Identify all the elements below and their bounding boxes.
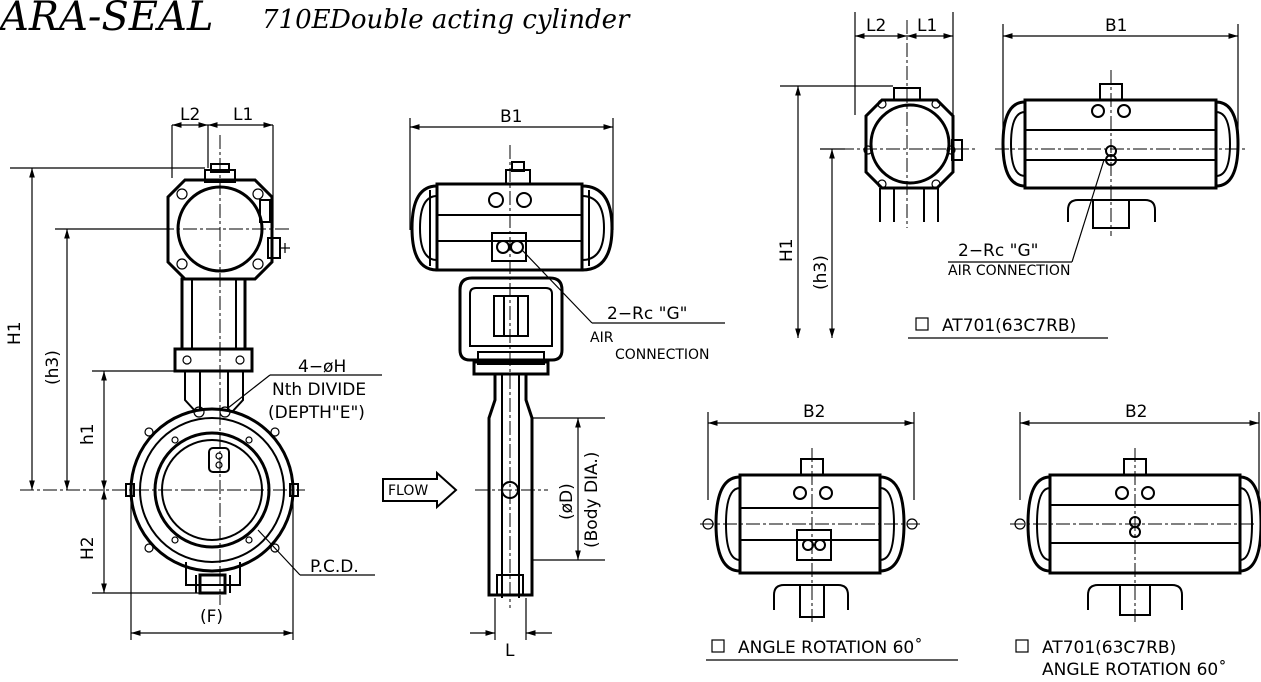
at701-air-label: 2−Rc "G" — [958, 241, 1038, 261]
at701-view: L2 L1 B1 H1 (h3) 2−Rc "G" AIR CONNECTION… — [777, 12, 1245, 339]
at701-air-label2: AIR CONNECTION — [948, 263, 1070, 279]
flow-label: FLOW — [388, 483, 428, 499]
front-h3-label: (h3) — [43, 350, 63, 385]
at701-angle60-B2-label: B2 — [1125, 402, 1147, 422]
front-view: L2 L1 H1 (h3) h1 H2 (F) 4−øH Nth DIVIDE … — [5, 105, 382, 640]
side-D-label: (øD) — [557, 483, 577, 520]
at701-B1-label: B1 — [1105, 16, 1127, 36]
at701-L2-label: L2 — [866, 16, 886, 36]
at701-angle60-view: B2 AT701(63C7RB) ANGLE ROTATION 60˚ — [1010, 402, 1261, 680]
pcd-label: P.C.D. — [310, 557, 359, 577]
front-L1-label: L1 — [233, 105, 253, 125]
at701-angle60-caption1: AT701(63C7RB) — [1042, 638, 1176, 658]
side-air-label: 2−Rc "G" — [607, 304, 687, 324]
at701-angle60-caption2: ANGLE ROTATION 60˚ — [1042, 659, 1227, 680]
angle60-checkbox-icon — [711, 639, 725, 653]
front-H1-label: H1 — [5, 321, 25, 345]
angle60-view: B2 ANGLE ROTATION 60˚ — [700, 402, 958, 661]
divide-label: Nth DIVIDE — [272, 380, 366, 400]
side-view: B1 2−Rc "G" AIR CONNECTION FLOW (øD) (Bo… — [382, 107, 725, 661]
depth-label: (DEPTH"E") — [268, 403, 365, 423]
front-H2-label: H2 — [78, 536, 98, 560]
at701-h3-label: (h3) — [811, 255, 831, 290]
side-bodydia-label: (Body DIA.) — [582, 452, 602, 548]
title-model: 710E — [262, 5, 331, 35]
front-h1-label: h1 — [78, 423, 98, 445]
at701-L1-label: L1 — [917, 16, 937, 36]
side-air-label2: CONNECTION — [615, 347, 710, 363]
angle60-B2-label: B2 — [803, 402, 825, 422]
at701-checkbox-icon — [915, 317, 929, 331]
title-brand: ARA-SEAL — [0, 0, 213, 40]
side-L-label: L — [505, 641, 515, 661]
side-B1-label: B1 — [500, 107, 522, 127]
at701-H1-label: H1 — [777, 238, 797, 262]
at701-caption: AT701(63C7RB) — [942, 316, 1076, 336]
holes-label: 4−øH — [298, 357, 346, 377]
front-L2-label: L2 — [180, 105, 200, 125]
title-subtitle: Double acting cylinder — [329, 5, 631, 35]
angle60-caption: ANGLE ROTATION 60˚ — [738, 637, 923, 658]
at701-angle60-checkbox-icon — [1015, 639, 1029, 653]
side-air-label1: AIR — [590, 330, 614, 346]
front-F-label: (F) — [200, 607, 223, 627]
